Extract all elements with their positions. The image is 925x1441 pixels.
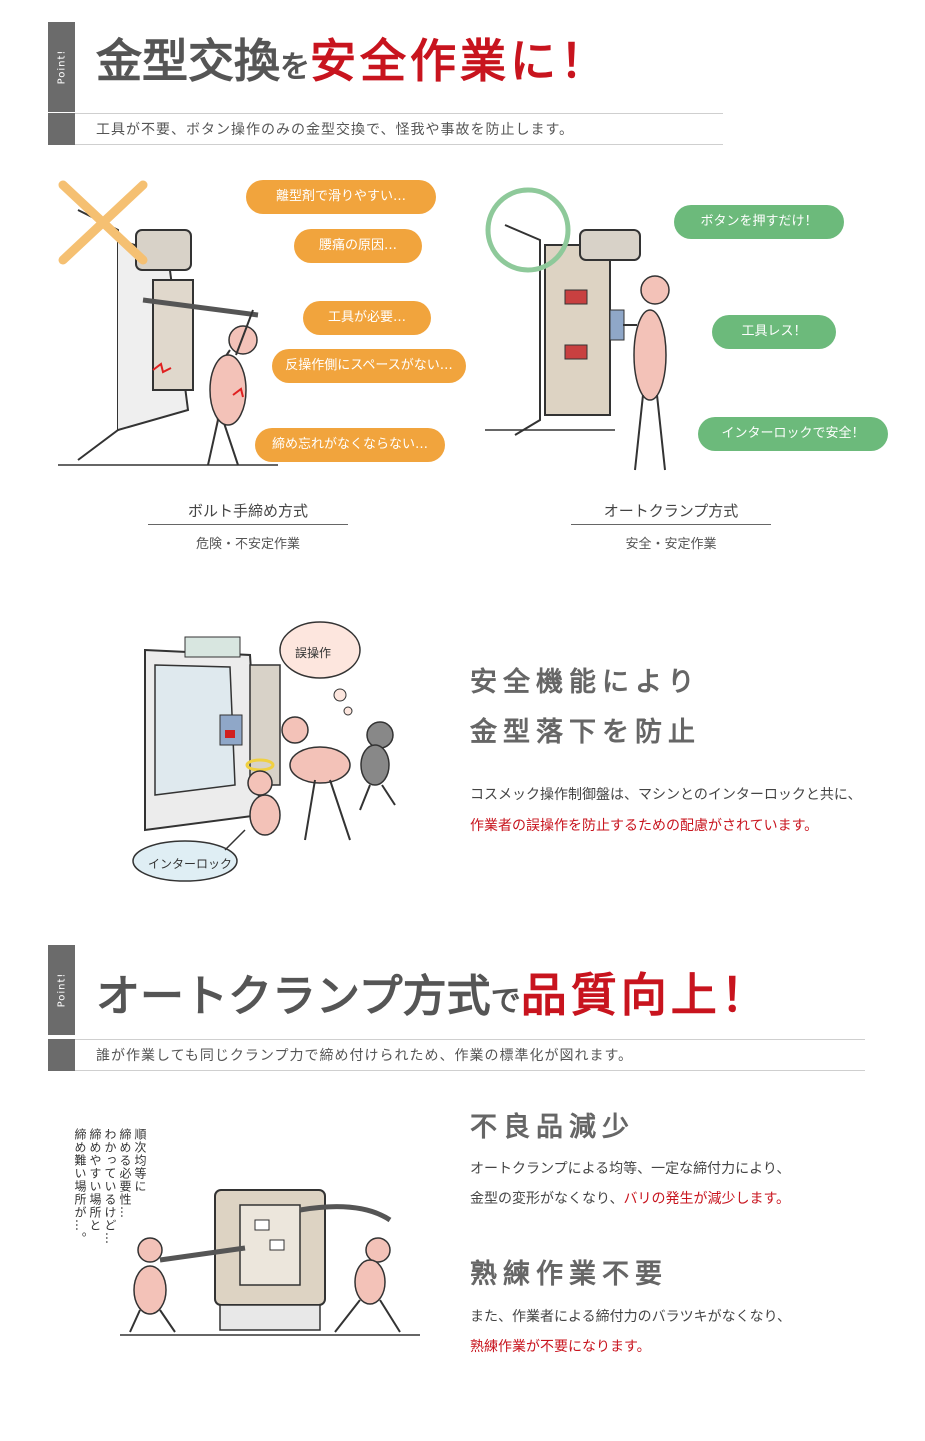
section2-title: オートクランプ方式で品質向上！ — [96, 972, 771, 1019]
section2-subtitle-bar: 誰が作業しても同じクランプ力で締め付けられため、作業の標準化が図れます。 — [48, 1039, 865, 1071]
safety-body-line1: コスメック操作制御盤は、マシンとのインターロックと共に、 — [470, 787, 862, 803]
bubble-interlock-safe: インターロックで安全！ — [698, 417, 888, 451]
section1-subtitle-bar: 工具が不要、ボタン操作のみの金型交換で、怪我や事故を防止します。 — [48, 113, 723, 145]
quality-heading1: 不良品減少 — [470, 1112, 635, 1143]
quality-body1-line2-red: バリの発生が減少します。 — [623, 1191, 791, 1207]
interlock-label: インターロック — [148, 857, 233, 871]
bubble-slippery: 離型剤で滑りやすい… — [246, 180, 436, 214]
point-tab: Point! — [48, 22, 75, 112]
section1-title: 金型交換を安全作業に！ — [96, 38, 610, 84]
title-part1: 金型交換 — [96, 34, 280, 88]
auto-clamp-illustration — [485, 187, 670, 471]
section2-subtitle: 誰が作業しても同じクランプ力で締め付けられため、作業の標準化が図れます。 — [96, 1048, 634, 1064]
quality-body1-line2-plain: 金型の変形がなくなり、 — [470, 1191, 624, 1207]
point-label: Point! — [56, 49, 67, 85]
quality-body1-line2: 金型の変形がなくなり、バリの発生が減少します。 — [470, 1188, 790, 1208]
right-method-sub: 安全・安定作業 — [625, 537, 717, 552]
title2-part1: オートクランプ方式 — [96, 971, 491, 1022]
title2-part2: で — [490, 984, 521, 1019]
safety-illustration — [132, 621, 396, 882]
bubble-backpain: 腰痛の原因… — [294, 229, 422, 263]
quality-heading2: 熟練作業不要 — [470, 1259, 668, 1290]
point-tab-2: Point! — [48, 945, 75, 1035]
bubble-forget-tighten: 締め忘れがなくならない… — [255, 428, 445, 462]
safety-body-line2: 作業者の誤操作を防止するための配慮がされています。 — [470, 818, 819, 834]
right-caption-divider — [571, 524, 771, 525]
title-part3: 安全作業に！ — [310, 34, 610, 88]
section1-subtitle: 工具が不要、ボタン操作のみの金型交換で、怪我や事故を防止します。 — [96, 122, 575, 138]
quality-body2-line2: 熟練作業が不要になります。 — [470, 1339, 651, 1355]
right-method-title: オートクランプ方式 — [603, 502, 739, 520]
safety-heading-line2: 金型落下を防止 — [470, 717, 701, 748]
left-method-title: ボルト手締め方式 — [187, 502, 308, 520]
bolt-manual-illustration — [58, 180, 278, 466]
quality-illustration — [120, 1189, 420, 1336]
left-method-sub: 危険・不安定作業 — [195, 537, 300, 552]
bubble-no-space: 反操作側にスペースがない… — [272, 349, 466, 383]
bubble-toolless: 工具レス！ — [712, 315, 836, 349]
left-caption-divider — [148, 524, 348, 525]
quality-body1-line1: オートクランプによる均等、一定な締付力により、 — [470, 1161, 791, 1177]
point-label-2: Point! — [56, 972, 67, 1008]
thought-misoperation: 誤操作 — [295, 646, 332, 660]
bubble-tool-needed: 工具が必要… — [303, 301, 431, 335]
bubble-push-button: ボタンを押すだけ！ — [674, 205, 844, 239]
safety-heading-line1: 安全機能により — [470, 667, 701, 698]
title2-part3: 品質向上！ — [520, 968, 771, 1022]
vertical-note: 順次均等に 締める必要性… わかっているけど… 締めやすい場所と 締め難い場所が… — [73, 1128, 147, 1245]
quality-body2-line1: また、作業者による締付力のバラツキがなくなり、 — [470, 1309, 792, 1325]
title-part2: を — [280, 50, 310, 85]
